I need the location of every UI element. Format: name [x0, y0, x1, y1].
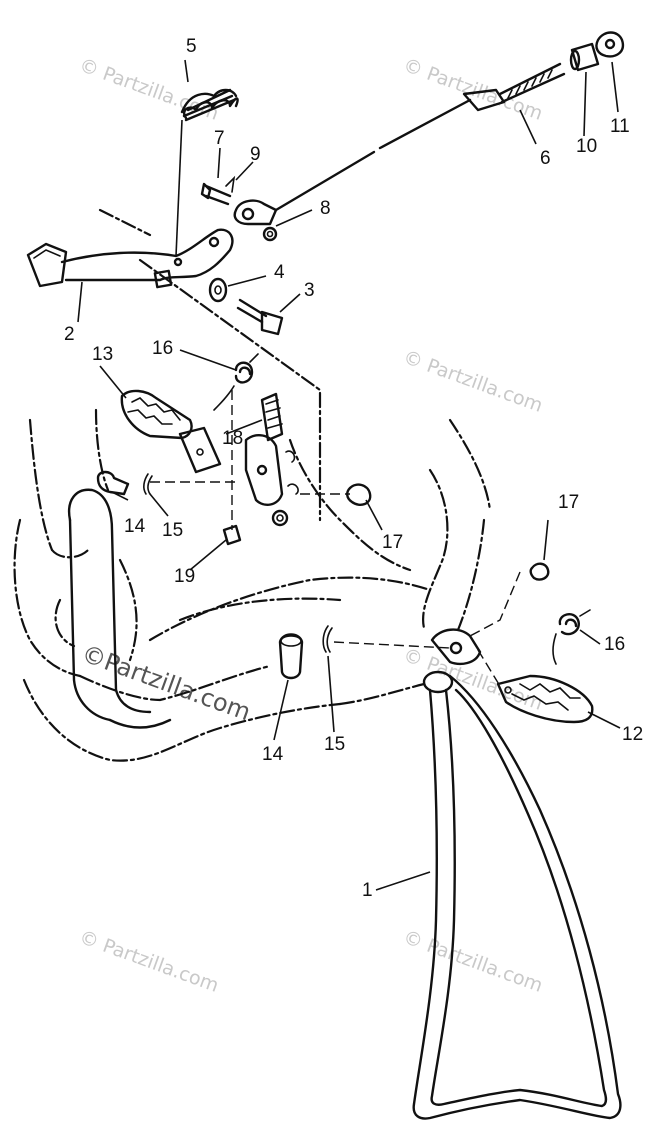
frame-tube: [67, 488, 172, 729]
callout-14-left: 14: [124, 516, 146, 537]
footrest-pin: [96, 470, 130, 496]
callout-17-left: 17: [382, 532, 403, 553]
callout-11: 11: [610, 116, 630, 137]
callout-3: 3: [304, 280, 315, 301]
stand: [412, 670, 622, 1120]
brake-pedal: [26, 228, 234, 289]
watermark-prominent: ©Partzilla.com: [78, 639, 254, 726]
watermark: © Partzilla.com: [400, 644, 545, 715]
return-spring: [175, 88, 239, 257]
watermark: © Partzilla.com: [400, 346, 545, 417]
callout-14-right: 14: [262, 744, 284, 765]
callout-19: 19: [174, 566, 195, 587]
footrest-bracket: [244, 392, 299, 527]
washer: [208, 277, 228, 303]
footrest-pin-right: [278, 633, 304, 680]
cotter-pin: [143, 473, 153, 495]
callout-6: 6: [540, 148, 551, 169]
footrest-spring-right: [552, 609, 591, 665]
right-footrest: [496, 674, 594, 724]
callout-15-right: 15: [324, 734, 345, 755]
callout-15-left: 15: [162, 520, 183, 541]
adjuster-joint: [595, 31, 625, 58]
callout-12: 12: [622, 724, 643, 745]
callout-2: 2: [64, 324, 75, 345]
callouts: 1 2 3 4 5 6 7 8 9 10 11 12 13 14 14 15 1…: [64, 36, 643, 901]
callout-16-left: 16: [152, 338, 173, 359]
rod-clevis: [233, 199, 278, 242]
callout-1: 1: [362, 880, 373, 901]
leader-lines: [77, 59, 621, 891]
callout-16-right: 16: [604, 634, 625, 655]
footrest-spring: [213, 353, 259, 411]
watermark: © Partzilla.com: [76, 926, 221, 997]
callout-5: 5: [186, 36, 197, 57]
watermark: © Partzilla.com: [400, 926, 545, 997]
callout-7: 7: [214, 128, 225, 149]
callout-18: 18: [222, 428, 243, 449]
callout-13: 13: [92, 344, 113, 365]
callout-9: 9: [250, 144, 261, 165]
pivot-bolt: [236, 298, 284, 336]
locknut-right: [529, 562, 550, 581]
watermark-group: © Partzilla.com © Partzilla.com © Partzi…: [76, 54, 545, 997]
callout-4: 4: [274, 262, 285, 283]
cotter-pin-right: [322, 625, 333, 653]
left-footrest: [120, 389, 222, 474]
callout-17-right: 17: [558, 492, 579, 513]
callout-10: 10: [576, 136, 597, 157]
adjuster-nut: [569, 42, 600, 72]
locknut-left: [346, 483, 372, 506]
clevis-pin: [200, 175, 236, 206]
brake-rod: [274, 62, 566, 212]
callout-8: 8: [320, 198, 331, 219]
